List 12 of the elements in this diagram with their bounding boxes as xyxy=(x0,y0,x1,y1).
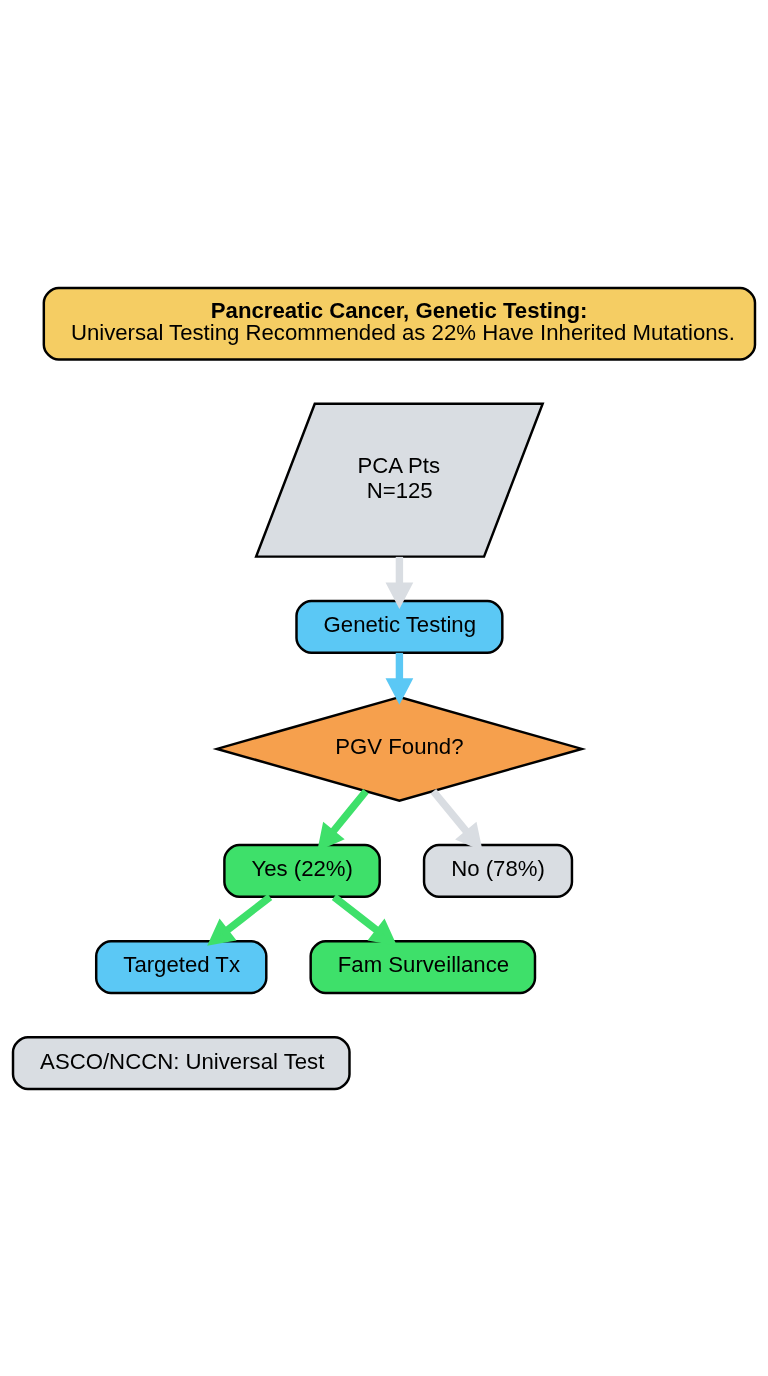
node-box: No (78%) xyxy=(422,843,574,898)
node-box: Pancreatic Cancer, Genetic Testing: Universal Testing Recommended as 22% Have Inherited Mutations. xyxy=(42,286,757,361)
node-diamond: PGV Found? xyxy=(212,695,587,802)
arrow xyxy=(385,652,414,705)
arrow xyxy=(385,556,414,609)
arrow xyxy=(331,893,397,946)
node-box: ASCO/NCCN: Universal Test xyxy=(11,1035,351,1090)
node-box: Yes (22%) xyxy=(223,843,381,898)
arrow xyxy=(207,893,273,946)
node-box: Targeted Tx xyxy=(94,939,268,994)
node-box: Genetic Testing xyxy=(295,599,504,654)
node-box: Fam Surveillance xyxy=(309,939,537,994)
